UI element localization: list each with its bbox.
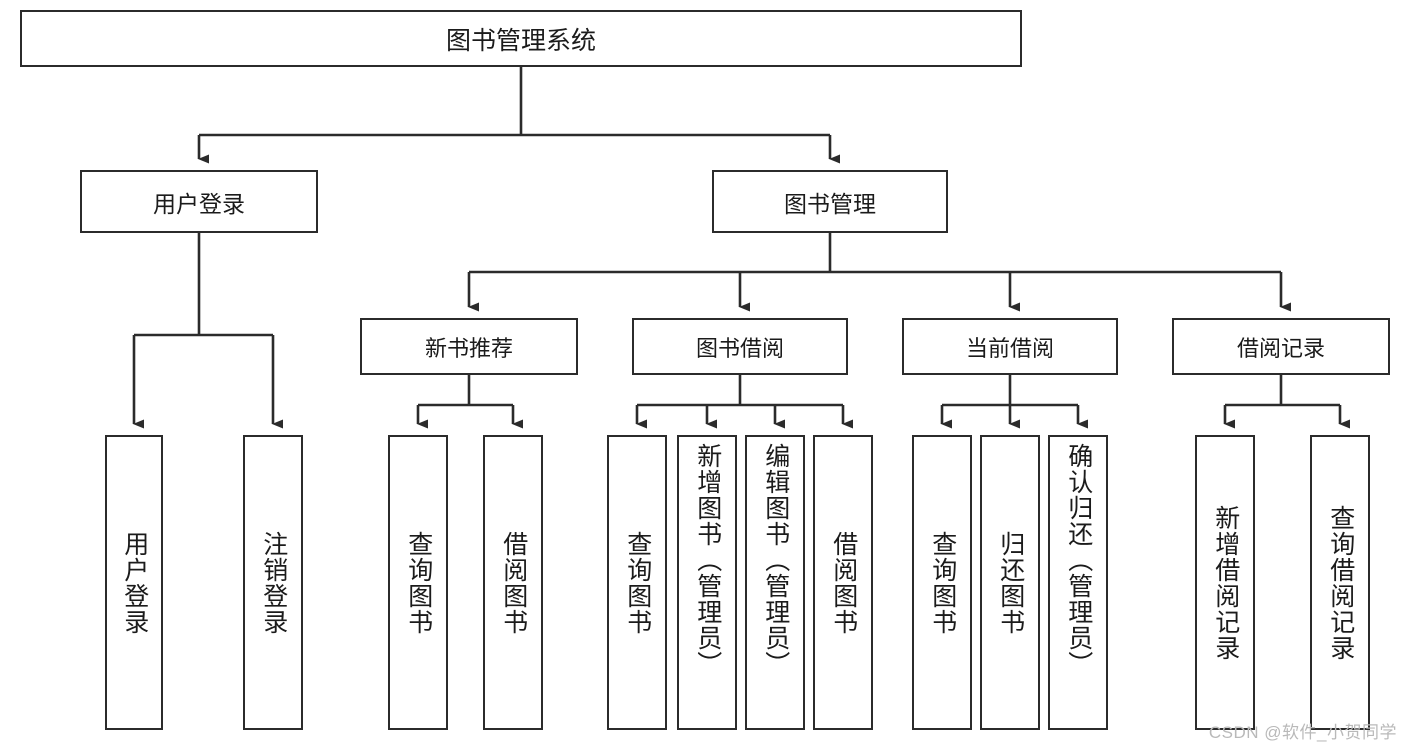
- node-leaf-4[interactable]: 查询图书: [607, 435, 667, 730]
- node-level2-3-label: 借阅记录: [1236, 335, 1325, 361]
- node-level2-2-label: 当前借阅: [965, 335, 1054, 361]
- node-level1-0[interactable]: 用户登录: [80, 170, 318, 233]
- node-leaf-3[interactable]: 借阅图书: [483, 435, 543, 730]
- node-leaf-0[interactable]: 用户登录: [105, 435, 163, 730]
- node-leaf-6-label: 编辑图书（管理员）: [761, 443, 790, 677]
- node-leaf-4-label: 查询图书: [623, 530, 652, 635]
- node-leaf-5-label: 新增图书（管理员）: [693, 443, 722, 677]
- node-leaf-11[interactable]: 新增借阅记录: [1195, 435, 1255, 730]
- node-leaf-3-label: 借阅图书: [499, 530, 528, 635]
- node-leaf-9-label: 归还图书: [996, 530, 1025, 635]
- node-level1-1-label: 图书管理: [784, 190, 876, 217]
- node-leaf-8[interactable]: 查询图书: [912, 435, 972, 730]
- node-level1-1[interactable]: 图书管理: [712, 170, 948, 233]
- node-leaf-12-label: 查询借阅记录: [1326, 504, 1355, 661]
- node-root[interactable]: 图书管理系统: [20, 10, 1022, 67]
- node-leaf-2[interactable]: 查询图书: [388, 435, 448, 730]
- node-level2-0[interactable]: 新书推荐: [360, 318, 578, 375]
- node-leaf-12[interactable]: 查询借阅记录: [1310, 435, 1370, 730]
- node-leaf-8-label: 查询图书: [928, 530, 957, 635]
- node-leaf-10[interactable]: 确认归还（管理员）: [1048, 435, 1108, 730]
- node-level2-3[interactable]: 借阅记录: [1172, 318, 1390, 375]
- node-level2-1-label: 图书借阅: [695, 335, 784, 361]
- node-leaf-5[interactable]: 新增图书（管理员）: [677, 435, 737, 730]
- node-level2-2[interactable]: 当前借阅: [902, 318, 1118, 375]
- node-leaf-1-label: 注销登录: [259, 530, 288, 635]
- watermark-label: CSDN @软件_小贺同学: [1208, 723, 1397, 742]
- node-leaf-7-label: 借阅图书: [829, 530, 858, 635]
- node-leaf-7[interactable]: 借阅图书: [813, 435, 873, 730]
- node-leaf-11-label: 新增借阅记录: [1211, 504, 1240, 661]
- node-level2-1[interactable]: 图书借阅: [632, 318, 848, 375]
- node-leaf-9[interactable]: 归还图书: [980, 435, 1040, 730]
- node-leaf-10-label: 确认归还（管理员）: [1064, 443, 1093, 677]
- node-leaf-2-label: 查询图书: [404, 530, 433, 635]
- node-leaf-0-label: 用户登录: [120, 530, 149, 635]
- node-root-label: 图书管理系统: [445, 26, 596, 55]
- node-leaf-6[interactable]: 编辑图书（管理员）: [745, 435, 805, 730]
- node-leaf-1[interactable]: 注销登录: [243, 435, 303, 730]
- node-level1-0-label: 用户登录: [153, 190, 245, 217]
- node-level2-0-label: 新书推荐: [424, 335, 513, 361]
